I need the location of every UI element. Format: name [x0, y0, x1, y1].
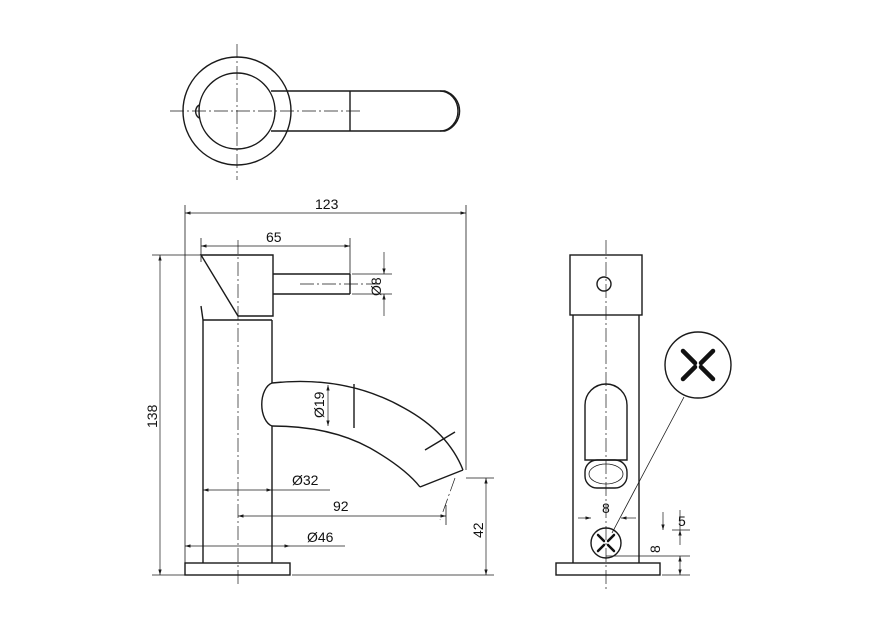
- dim-body-diameter: Ø32: [292, 472, 319, 488]
- dim-total-height: 138: [144, 404, 160, 428]
- dim-spout-height: 42: [470, 522, 486, 538]
- cross-slash-icon: [680, 348, 716, 382]
- dim-handle-diameter: Ø8: [368, 277, 384, 296]
- hole-cross-icon: [596, 533, 616, 553]
- dim-hole-offset: 5: [678, 513, 686, 529]
- dim-hole-height: 8: [647, 545, 663, 553]
- side-view: [555, 240, 732, 590]
- dim-hole-width: 8: [602, 500, 610, 516]
- dim-overall-width: 123: [315, 196, 339, 212]
- dim-handle-length: 65: [266, 229, 282, 245]
- dim-spout-diameter: Ø19: [311, 391, 327, 418]
- dim-base-diameter: Ø46: [307, 529, 334, 545]
- front-view: [152, 205, 494, 585]
- dim-spout-reach: 92: [333, 498, 349, 514]
- top-view: [170, 44, 461, 180]
